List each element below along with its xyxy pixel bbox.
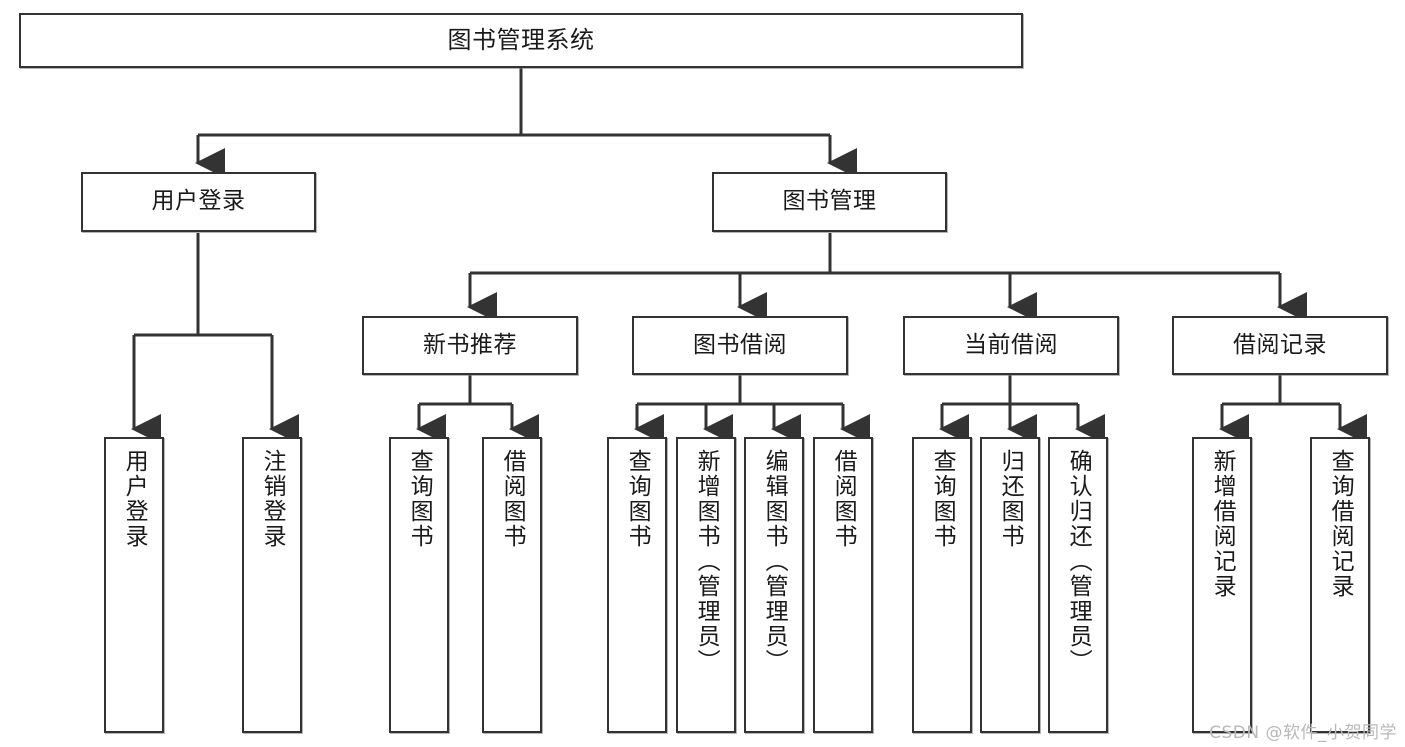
node-leaf-borrow-book-2[interactable]: 借阅图书 [813,437,873,733]
node-leaf-return-book[interactable]: 归还图书 [980,437,1040,733]
node-borrow-record[interactable]: 借阅记录 [1172,316,1388,375]
node-leaf-query-record-label: 查询借阅记录 [1327,449,1354,599]
node-leaf-add-record[interactable]: 新增借阅记录 [1192,437,1252,733]
node-current-borrow-label: 当前借阅 [964,331,1058,358]
node-borrow-record-label: 借阅记录 [1233,331,1327,358]
node-leaf-query-record[interactable]: 查询借阅记录 [1310,437,1370,733]
node-leaf-query-book-3-label: 查询图书 [929,449,956,549]
node-leaf-borrow-book-1[interactable]: 借阅图书 [482,437,542,733]
node-root-label: 图书管理系统 [447,26,595,55]
node-leaf-user-login-label: 用户登录 [121,449,148,549]
node-leaf-query-book-2-label: 查询图书 [624,449,651,549]
node-leaf-query-book-2[interactable]: 查询图书 [607,437,667,733]
node-user-login-label: 用户登录 [151,188,246,215]
node-leaf-borrow-book-1-label: 借阅图书 [499,449,526,549]
node-book-borrow[interactable]: 图书借阅 [632,316,848,375]
node-leaf-query-book-1-label: 查询图书 [406,449,433,549]
node-leaf-add-book-label: 新增图书（管理员） [693,449,720,674]
node-leaf-logout-login[interactable]: 注销登录 [242,437,302,733]
node-leaf-add-record-label: 新增借阅记录 [1209,449,1236,599]
node-new-book-recommend-label: 新书推荐 [423,331,517,358]
node-book-manage-label: 图书管理 [782,188,877,215]
node-root[interactable]: 图书管理系统 [19,13,1023,68]
node-book-manage[interactable]: 图书管理 [712,172,947,232]
node-leaf-query-book-3[interactable]: 查询图书 [912,437,972,733]
node-leaf-return-book-label: 归还图书 [997,449,1024,549]
watermark-text: CSDN @软件_小贺同学 [1209,723,1397,743]
node-leaf-confirm-return[interactable]: 确认归还（管理员） [1048,437,1108,733]
node-leaf-user-login[interactable]: 用户登录 [104,437,164,733]
node-leaf-logout-login-label: 注销登录 [259,449,286,549]
node-leaf-query-book-1[interactable]: 查询图书 [389,437,449,733]
node-user-login[interactable]: 用户登录 [81,172,316,232]
node-new-book-recommend[interactable]: 新书推荐 [362,316,578,375]
node-current-borrow[interactable]: 当前借阅 [903,316,1119,375]
node-leaf-confirm-return-label: 确认归还（管理员） [1065,449,1092,674]
node-leaf-edit-book[interactable]: 编辑图书（管理员） [744,437,804,733]
node-leaf-add-book[interactable]: 新增图书（管理员） [676,437,736,733]
node-leaf-borrow-book-2-label: 借阅图书 [830,449,857,549]
node-book-borrow-label: 图书借阅 [693,331,787,358]
node-leaf-edit-book-label: 编辑图书（管理员） [761,449,788,674]
